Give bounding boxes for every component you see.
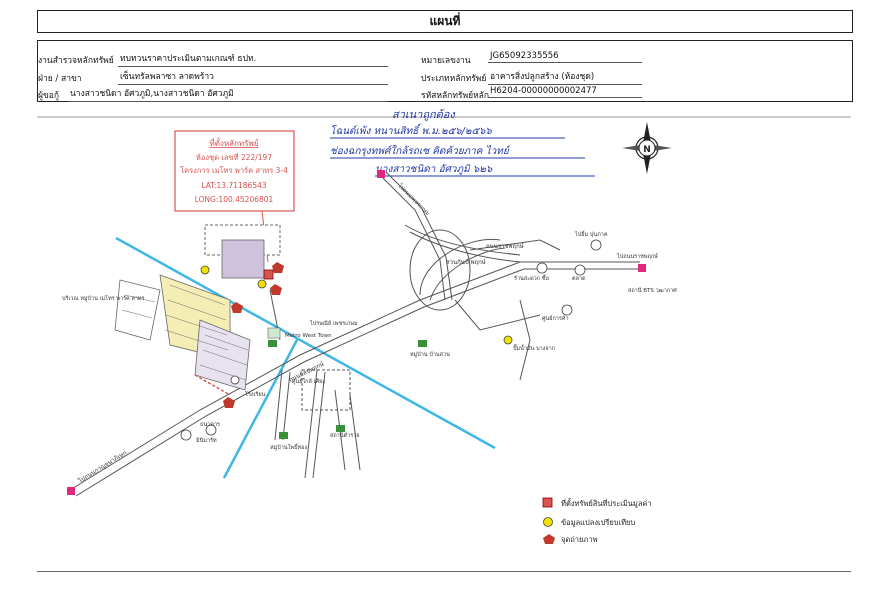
job-label: หมายเลขงาน xyxy=(421,56,471,66)
legend-item-2: ข้อมูลแปลงเปรียบเทียบ xyxy=(561,518,635,527)
legend: ที่ตั้งทรัพย์สินที่ประเมินมูลค่า ข้อมูลแ… xyxy=(542,497,652,544)
property-long: LONG:100.45206801 xyxy=(195,195,274,204)
comparable-marker-1 xyxy=(200,265,210,275)
label-village1: หมู่บ้าน บ้านสวน xyxy=(410,351,450,358)
compass-icon: N xyxy=(622,122,672,174)
agency-label: งานสำรวจหลักทรัพย์ xyxy=(38,56,114,66)
label-office1: ตลาด xyxy=(572,276,586,282)
comparable-marker-2 xyxy=(257,279,267,289)
label-market1: ไปรษณีย์ เพชรเกษม xyxy=(309,320,358,327)
property-marker xyxy=(263,269,274,280)
property-line1: ห้องชุด เลขที่ 222/197 xyxy=(196,152,272,162)
property-line2: โครงการ เมโทร พาร์ค สาทร 3-4 xyxy=(180,166,288,175)
north-marker xyxy=(377,170,385,178)
map-bottom-line xyxy=(37,571,851,572)
job-value: JG65092335556 xyxy=(488,51,642,63)
legend-property-swatch xyxy=(542,497,553,508)
canal-line xyxy=(115,236,496,450)
dept-label: ฝ่าย / สาขา xyxy=(38,74,82,84)
label-office2: ศูนย์การค้า xyxy=(542,315,569,322)
photo-point-1 xyxy=(272,262,284,273)
label-ratchaphruek-road: ถนนราชพฤกษ์ xyxy=(486,242,524,250)
label-ratchaphruek-park: สวนกันป์ พฤกษ์ xyxy=(446,258,486,266)
label-office3: สถานีตำรวจ xyxy=(330,432,359,439)
property-heading: ที่ตั้งหลักทรัพย์ xyxy=(210,137,259,148)
label-shop1: ร้านสะดวก ซื้อ xyxy=(514,274,549,282)
legend-photo-swatch xyxy=(543,534,555,544)
label-bank1: ธนาคาร xyxy=(200,421,220,428)
property-box xyxy=(174,130,295,212)
handwriting-line2: โฉนด์เพ้ง หนานสิทธิ์ พ.ม.๒๕๖/๒๕๖๖ xyxy=(330,123,492,137)
dashed-lot xyxy=(301,369,351,411)
owner-label: ผู้ขอกู้ xyxy=(38,91,60,101)
label-makro: Metro West Town xyxy=(285,333,332,339)
label-temple: หมู่บ้านโพธิ์ทอง xyxy=(270,443,307,451)
label-to-kanchana-top: ไปถนนเพชรเกษม xyxy=(396,182,431,217)
property-lat: LAT:13.71186543 xyxy=(201,181,267,190)
photo-point-3 xyxy=(223,397,235,408)
map-title: แผนที่ xyxy=(429,14,461,28)
legend-item-1: ที่ตั้งทรัพย์สินที่ประเมินมูลค่า xyxy=(561,498,652,508)
type-value: อาคารสิ่งปลูกสร้าง (ห้องชุด) xyxy=(488,69,642,85)
label-shop2: มินิมาร์ท xyxy=(196,437,217,444)
handwriting-line4: นางสาวชนิดา อัศวภูมิ ๖๒๖ xyxy=(375,163,493,175)
label-bts-station: สถานี BTS วุฒากาศ xyxy=(628,287,677,294)
handwriting-line3: ช่องฉกรุงทพศ์ใกล้รถเซ คิดค้วยภาค ไวทย์ xyxy=(330,145,511,157)
photo-point-2 xyxy=(231,302,243,313)
legend-comparable-swatch xyxy=(543,517,553,527)
code-label: รหัสหลักทรัพย์หลัก xyxy=(421,91,490,101)
label-hospital: ศูนย์ใกล้ เคียง xyxy=(292,378,325,385)
interchange-roads xyxy=(379,171,561,331)
label-school: โรงเรียน xyxy=(245,390,266,398)
label-gas2: ปั๊มน้ำมัน บางจาก xyxy=(513,344,555,352)
label-gas1: ไปยิ้ม ปุนภาค xyxy=(574,230,608,238)
info-box: งานสำรวจหลักทรัพย์ ทบทวนราคาประเมินตามเก… xyxy=(37,40,853,102)
poi-circles xyxy=(180,239,602,441)
comparable-marker-3 xyxy=(503,335,513,345)
photo-point-4 xyxy=(270,284,282,295)
owner-value: นางสาวชนิดา อัศวภูมิ,นางสาวชนิดา อัศวภูม… xyxy=(68,86,388,102)
dept-value: เซ็นทรัลพลาซา ลาดพร้าว xyxy=(118,69,388,85)
agency-value: ทบทวนราคาประเมินตามเกณฑ์ ธปท. xyxy=(118,51,388,67)
property-boundary xyxy=(194,374,231,396)
map-title-bar: แผนที่ xyxy=(37,10,853,33)
label-to-wutthakat: ไปถนนราชพฤกษ์ xyxy=(616,253,658,260)
label-metro-park: บริเวณ หมู่บ้าน เมโทร พาร์ค สาทร xyxy=(62,294,145,302)
type-label: ประเภทหลักทรัพย์ xyxy=(421,74,487,84)
compass-letter: N xyxy=(643,145,651,155)
poi-green-icons xyxy=(268,340,427,439)
kanchana-marker xyxy=(67,487,75,495)
code-value: H6204-00000000002477 xyxy=(488,86,642,98)
handwriting-line1: สาเนาถูกต้อง xyxy=(392,108,456,121)
canal-line-2 xyxy=(222,337,300,479)
legend-item-3: จุดถ่ายภาพ xyxy=(561,535,598,544)
bts-marker xyxy=(638,264,646,272)
